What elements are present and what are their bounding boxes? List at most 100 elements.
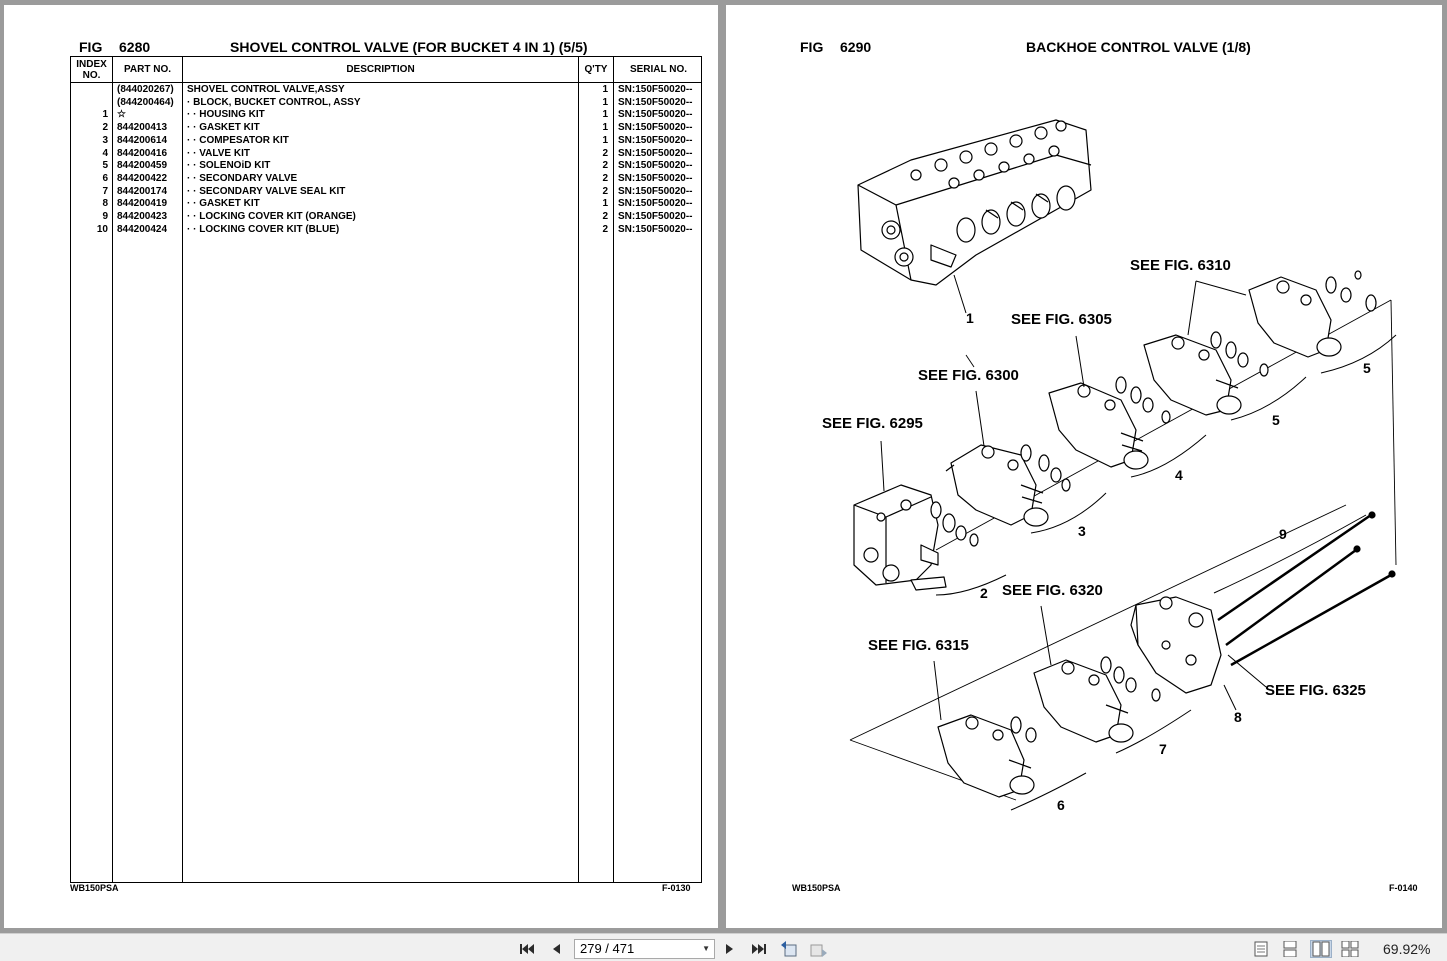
- footer-model: WB150PSA: [792, 883, 841, 893]
- continuous-facing-icon[interactable]: [1341, 940, 1359, 958]
- row-part-number: 844200419: [117, 198, 168, 210]
- index-label-6: 6: [1057, 797, 1065, 813]
- row-part-number: 844200413: [117, 122, 168, 134]
- row-serial-number: SN:150F50020--: [618, 211, 693, 222]
- row-serial-number: SN:150F50020--: [618, 84, 693, 95]
- row-quantity: 1: [602, 84, 608, 95]
- section-5b-valve-illustration: [1248, 270, 1377, 358]
- index-label-1: 1: [966, 310, 974, 326]
- left-document-page: FIG 6280 SHOVEL CONTROL VALVE (FOR BUCKE…: [4, 5, 718, 928]
- row-quantity: 2: [602, 185, 608, 197]
- row-description: · · LOCKING COVER KIT (BLUE): [187, 223, 340, 235]
- previous-page-icon[interactable]: [547, 940, 565, 958]
- row-part-number: 844200174: [117, 185, 168, 197]
- next-page-icon[interactable]: [721, 940, 739, 958]
- section-3-valve-illustration: [930, 444, 1071, 547]
- row-index: 9: [102, 211, 108, 222]
- row-description: · · LOCKING COVER KIT (ORANGE): [187, 211, 356, 222]
- page-indicator: 279 / 471: [580, 941, 635, 956]
- parts-table: INDEX NO. PART NO. DESCRIPTION Q'TY SERI…: [70, 56, 702, 883]
- row-quantity: 2: [602, 147, 608, 159]
- row-quantity: 1: [602, 109, 608, 121]
- row-index: 5: [102, 160, 108, 172]
- row-description: · · VALVE KIT: [187, 147, 250, 159]
- header-serial: SERIAL NO.: [629, 64, 688, 75]
- row-serial-number: SN:150F50020--: [618, 147, 693, 159]
- row-part-number: 844200424: [117, 223, 168, 235]
- section-6-valve-illustration: [937, 714, 1035, 798]
- table-row: (844200464)· BLOCK, BUCKET CONTROL, ASSY…: [71, 97, 701, 110]
- row-quantity: 2: [602, 160, 608, 172]
- section-5a-valve-illustration: [1143, 331, 1269, 416]
- index-label-8: 8: [1234, 709, 1242, 725]
- row-index: 1: [102, 109, 108, 121]
- row-part-number: ☆: [117, 109, 126, 121]
- fig-label: FIG: [79, 39, 103, 55]
- fig-number: 6280: [119, 39, 151, 55]
- row-description: · · SECONDARY VALVE SEAL KIT: [187, 185, 346, 197]
- footer-page-code: F-0130: [662, 883, 691, 893]
- row-index: 8: [102, 198, 108, 210]
- row-index: 4: [102, 147, 108, 159]
- row-part-number: 844200416: [117, 147, 168, 159]
- footer-page-code: F-0140: [1389, 883, 1418, 893]
- first-page-icon[interactable]: [518, 940, 536, 958]
- callout-fig-6325: SEE FIG. 6325: [1265, 682, 1366, 699]
- row-part-number: 844200614: [117, 134, 168, 146]
- row-index: 7: [102, 185, 108, 197]
- row-quantity: 1: [602, 198, 608, 210]
- tie-rods-illustration: [1217, 513, 1392, 667]
- zoom-level[interactable]: 69.92%: [1383, 941, 1431, 957]
- table-row: 4 844200416 · · VALVE KIT 2 SN:150F50020--: [71, 148, 701, 161]
- row-serial-number: SN:150F50020--: [618, 172, 693, 184]
- index-label-7: 7: [1159, 741, 1167, 757]
- page-title: SHOVEL CONTROL VALVE (FOR BUCKET 4 IN 1)…: [230, 39, 588, 55]
- row-serial-number: SN:150F50020--: [618, 122, 693, 134]
- row-description: SHOVEL CONTROL VALVE,ASSY: [187, 84, 345, 95]
- row-part-number: 844200459: [117, 160, 168, 172]
- go-back-icon[interactable]: [780, 940, 798, 958]
- chevron-down-icon[interactable]: ▼: [702, 944, 710, 953]
- row-description: · · HOUSING KIT: [187, 109, 265, 121]
- end-housing-illustration: [1130, 596, 1222, 694]
- row-serial-number: SN:150F50020--: [618, 109, 693, 121]
- row-serial-number: SN:150F50020--: [618, 96, 693, 108]
- section-4-valve-illustration: [1048, 376, 1171, 470]
- assembled-valve-illustration: [857, 119, 1092, 286]
- navigation-toolbar: 279 / 471 ▼ 69.92%: [0, 933, 1447, 961]
- index-label-9: 9: [1279, 526, 1287, 542]
- last-page-icon[interactable]: [750, 940, 768, 958]
- callout-fig-6305: SEE FIG. 6305: [1011, 311, 1112, 328]
- callout-fig-6300: SEE FIG. 6300: [918, 367, 1019, 384]
- row-description: · BLOCK, BUCKET CONTROL, ASSY: [187, 96, 361, 108]
- row-serial-number: SN:150F50020--: [618, 185, 693, 197]
- fig-number: 6290: [840, 39, 872, 55]
- index-label-5a: 5: [1272, 412, 1280, 428]
- section-7-valve-illustration: [1010, 656, 1161, 743]
- right-document-page: FIG 6290 BACKHOE CONTROL VALVE (1/8): [726, 5, 1442, 928]
- continuous-page-icon[interactable]: [1281, 940, 1299, 958]
- row-quantity: 1: [602, 122, 608, 134]
- index-label-5b: 5: [1363, 360, 1371, 376]
- callout-fig-6320: SEE FIG. 6320: [1002, 582, 1103, 599]
- facing-pages-icon[interactable]: [1310, 940, 1332, 958]
- row-description: · · GASKET KIT: [187, 122, 260, 134]
- row-quantity: 2: [602, 211, 608, 222]
- single-page-icon[interactable]: [1252, 940, 1270, 958]
- table-row: 1 ☆ · · HOUSING KIT 1 SN:150F50020--: [71, 109, 701, 122]
- exploded-parts-diagram: SEE FIG. 6295 SEE FIG. 6300 SEE FIG. 630…: [822, 119, 1397, 813]
- row-quantity: 2: [602, 172, 608, 184]
- index-label-2: 2: [980, 585, 988, 601]
- row-quantity: 1: [602, 96, 608, 108]
- go-forward-icon[interactable]: [810, 940, 828, 958]
- page-number-field[interactable]: 279 / 471 ▼: [574, 939, 715, 959]
- footer-model: WB150PSA: [70, 883, 119, 893]
